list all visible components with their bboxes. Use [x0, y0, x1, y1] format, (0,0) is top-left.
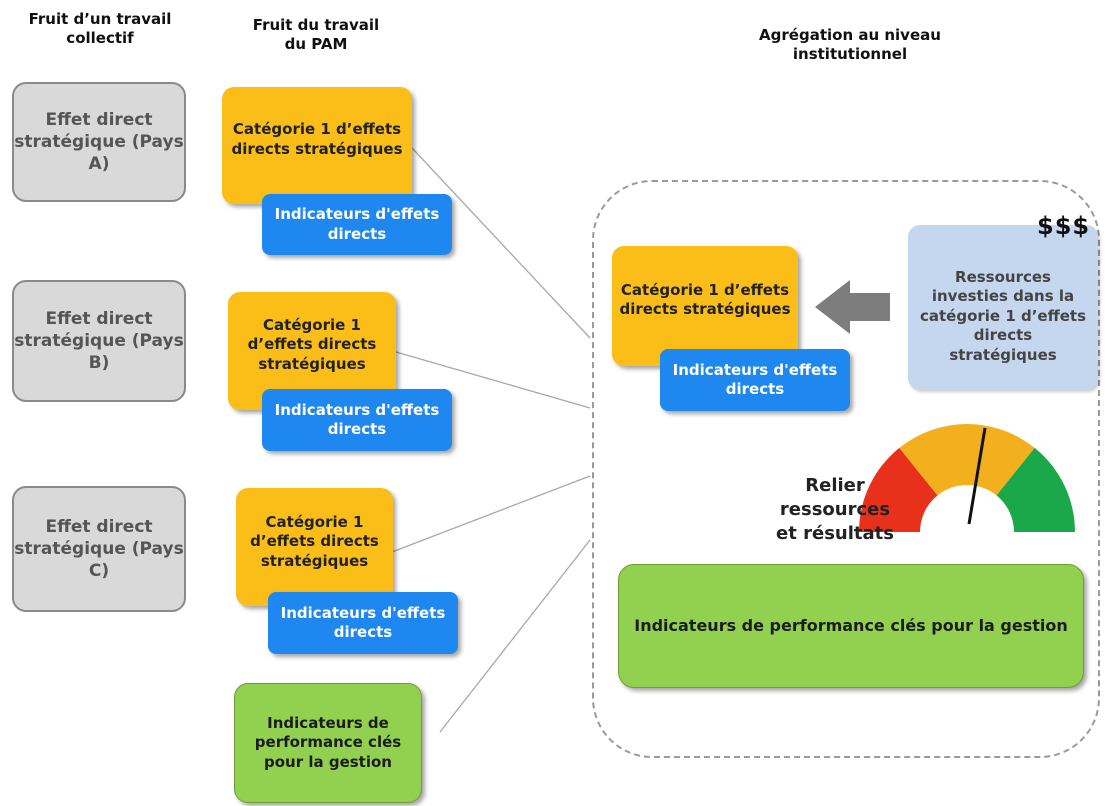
category-box-a: Catégorie 1 d’effets directs stratégique… — [222, 87, 412, 204]
outcome-country-c: Effet direct stratégique (Pays C) — [12, 486, 186, 612]
connector-line-kpi — [439, 539, 591, 733]
category-box-c: Catégorie 1 d’effets directs stratégique… — [236, 488, 393, 606]
kpi-box-left: Indicateurs de performance clés pour la … — [234, 683, 422, 803]
outcome-country-a: Effet direct stratégique (Pays A) — [12, 82, 186, 202]
connector-line-a — [411, 147, 591, 339]
connector-line-c — [391, 475, 591, 553]
header-aggregation: Agrégation au niveau institutionnel — [759, 26, 941, 63]
indicators-box-a: Indicateurs d'effets directs — [262, 194, 452, 255]
kpi-box-aggregate: Indicateurs de performance clés pour la … — [618, 564, 1084, 688]
aggregate-category-box: Catégorie 1 d’effets directs stratégique… — [612, 246, 798, 366]
money-label: $$$ — [1037, 212, 1091, 240]
header-pam: Fruit du travail du PAM — [252, 16, 380, 53]
aggregate-indicators-box: Indicateurs d'effets directs — [660, 349, 850, 411]
indicators-box-b: Indicateurs d'effets directs — [262, 389, 452, 451]
outcome-country-b: Effet direct stratégique (Pays B) — [12, 280, 186, 402]
left-arrow-icon — [815, 280, 890, 334]
aggregation-region — [592, 180, 1100, 758]
connector-line-b — [395, 351, 591, 409]
resources-box: Ressources investies dans la catégorie 1… — [908, 225, 1098, 390]
gauge-icon — [859, 424, 1075, 532]
header-collective: Fruit d’un travail collectif — [28, 10, 172, 47]
indicators-box-c: Indicateurs d'effets directs — [268, 592, 458, 654]
link-resources-results-label: Relier ressources et résultats — [776, 475, 894, 544]
